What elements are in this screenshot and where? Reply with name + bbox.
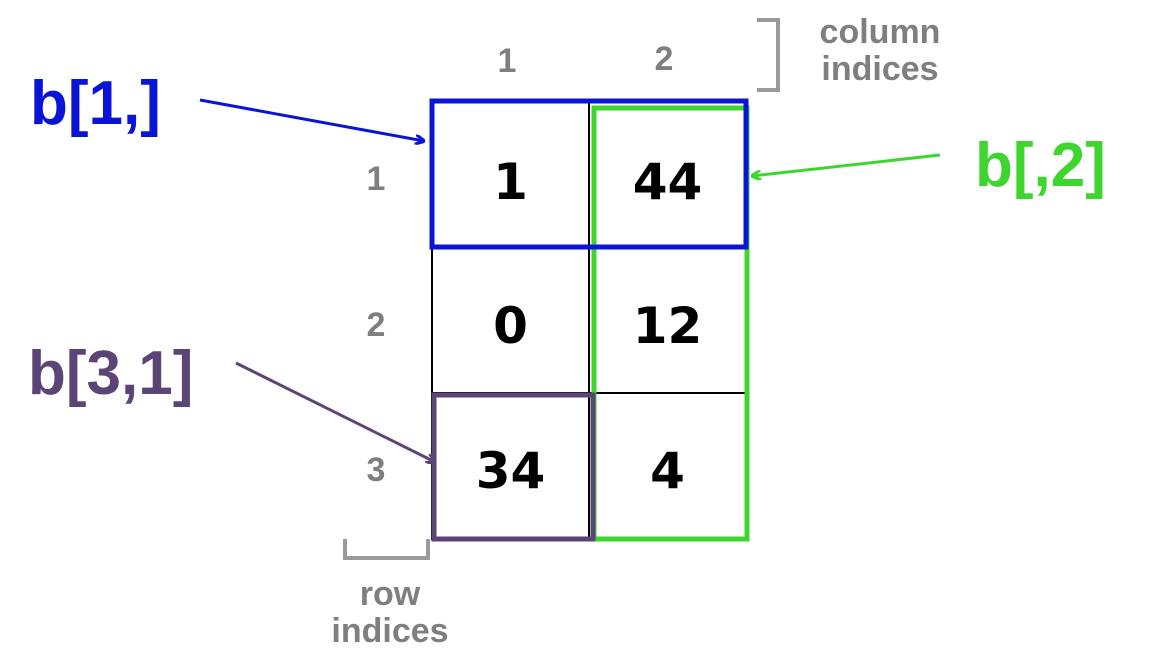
column-index-1: 1 [497, 42, 517, 80]
element-selection-arrow [235, 361, 435, 462]
column-2-highlight [591, 105, 750, 542]
row-1-highlight [429, 98, 749, 250]
row-bracket [343, 539, 430, 560]
column-bracket [757, 18, 780, 92]
cell-3-1: 34 [475, 442, 546, 500]
row-index-2: 2 [366, 306, 386, 344]
column-indices-label: column indices [819, 13, 941, 89]
row-selection-label: b[1,] [30, 69, 161, 138]
row-indices-label: row indices [331, 575, 449, 651]
element-3-1-highlight [431, 392, 596, 542]
column-index-2: 2 [654, 40, 674, 78]
cell-1-1: 1 [493, 153, 528, 211]
cell-2-2: 12 [632, 297, 703, 355]
row-selection-arrow [199, 98, 424, 141]
element-selection-label: b[3,1] [28, 339, 194, 408]
row-index-3: 3 [366, 451, 386, 489]
cell-3-2: 4 [650, 442, 685, 500]
cell-2-1: 0 [493, 297, 528, 355]
row-index-1: 1 [366, 160, 386, 198]
column-selection-arrow [752, 153, 941, 176]
column-selection-label: b[,2] [975, 131, 1106, 200]
cell-1-2: 44 [632, 153, 703, 211]
